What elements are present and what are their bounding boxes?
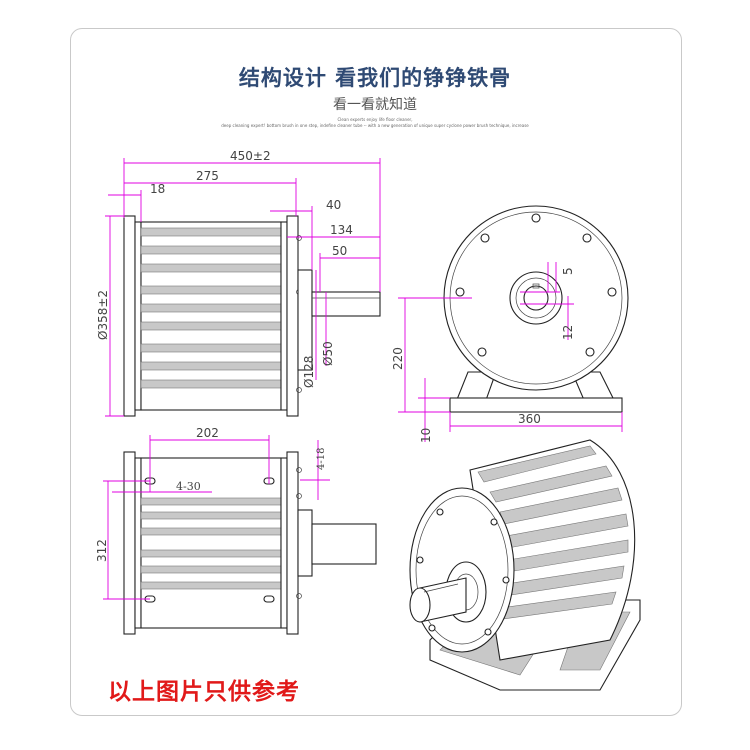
right-flange-rim	[280, 221, 288, 411]
dim-key-depth: 12	[561, 325, 575, 340]
dim-base-width: 360	[518, 412, 541, 426]
plan-body	[140, 457, 282, 629]
plan-left-flange	[123, 451, 136, 635]
end-view	[443, 205, 629, 413]
iso-bolts	[416, 508, 510, 636]
side-view-dimensions: 450±2 275 18 40 134 50 Ø358±2 Ø128 Ø50	[96, 149, 381, 417]
end-view-dimensions: 5 12 220 10 360	[391, 262, 623, 443]
dim-key-width: 5	[561, 267, 575, 275]
plan-right-flange	[286, 451, 299, 635]
dim-flange-left: 18	[150, 182, 165, 196]
hub	[297, 269, 313, 371]
plan-view-dimensions: 202 4-18 4-30 312	[95, 426, 330, 600]
reference-note: 以上图片只供参考	[108, 679, 300, 705]
dim-hole-pitch: 312	[95, 539, 109, 562]
page-subtitle: 看一看就知道	[333, 97, 417, 113]
dim-shaft-length: 50	[332, 244, 347, 258]
left-flange-rim	[134, 221, 142, 411]
isometric-render	[409, 439, 641, 691]
left-flange	[123, 215, 136, 417]
side-view	[123, 215, 381, 417]
plan-shaft	[311, 523, 377, 565]
bolt-holes	[455, 213, 617, 357]
dim-base-thickness: 10	[419, 428, 433, 443]
dim-flange-right: 40	[326, 198, 341, 212]
dim-shaft-diameter: Ø50	[321, 341, 335, 366]
tagline-line-2: deep cleaning expert! bottom brush in on…	[221, 123, 529, 128]
iso-fins	[477, 445, 629, 621]
dim-hole-spacing: 202	[196, 426, 219, 440]
page-title: 结构设计 看我们的铮铮铁骨	[238, 65, 512, 90]
body-fins	[140, 227, 282, 389]
dim-body-length: 275	[196, 169, 219, 183]
shaft	[311, 291, 381, 317]
right-flange	[286, 215, 299, 417]
dim-center-height: 220	[391, 347, 405, 370]
base-plate	[449, 397, 623, 413]
plan-view	[123, 451, 377, 635]
dim-overall-length: 450±2	[230, 149, 271, 163]
dim-slot-holes: 4-30	[176, 480, 201, 493]
dim-base-holes: 4-18	[316, 448, 327, 470]
dim-body-diameter: Ø358±2	[96, 290, 110, 340]
dim-shaft-total: 134	[330, 223, 353, 237]
dim-hub-diameter: Ø128	[302, 356, 316, 388]
tagline-line-1: Clean experts enjoy life floor cleaner,	[337, 117, 413, 122]
